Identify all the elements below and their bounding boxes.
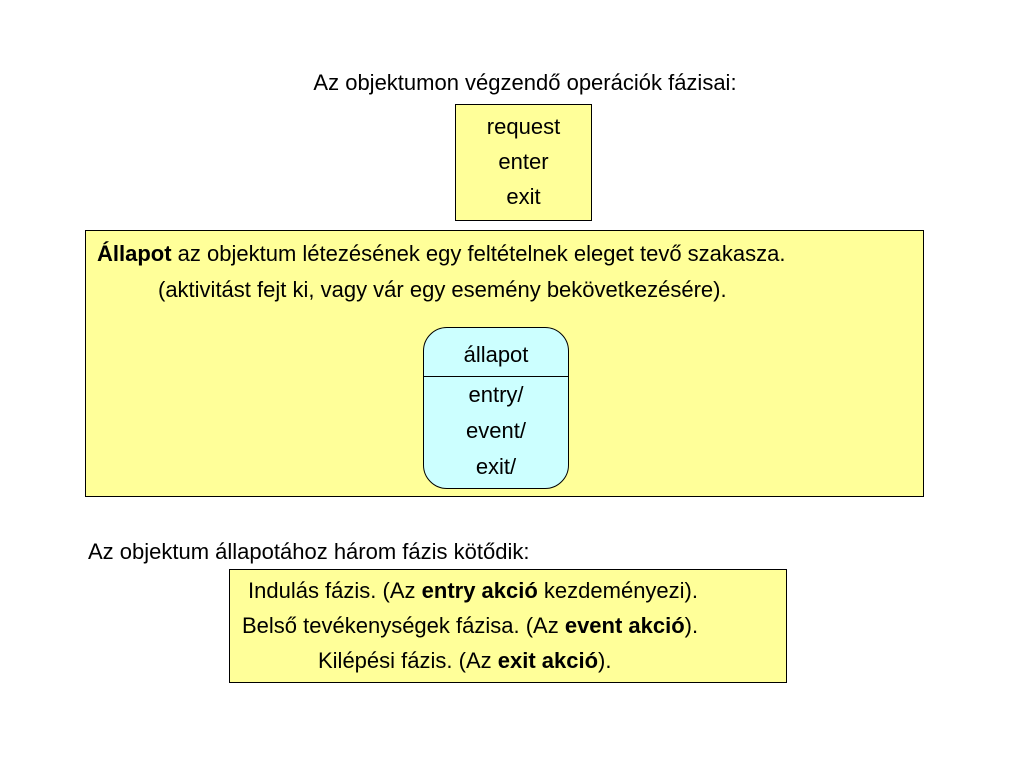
phase-text: Indulás fázis. (Az: [248, 578, 422, 603]
state-definition-text: az objektum létezésének egy feltételnek …: [171, 241, 786, 266]
phase-line-event: Belső tevékenységek fázisa. (Az event ak…: [242, 611, 698, 641]
phase-text: kezdeményezi).: [537, 578, 698, 603]
operation-enter: enter: [498, 149, 549, 174]
phase-text: ).: [684, 613, 699, 638]
operation-request: request: [486, 114, 561, 139]
operations-box: request enter exit: [455, 104, 592, 221]
state-definition-line1: Állapot az objektum létezésének egy felt…: [97, 239, 785, 269]
phase-text: ).: [598, 648, 612, 673]
phases-heading: Az objektum állapotához három fázis kötő…: [88, 539, 530, 564]
state-term: Állapot: [97, 241, 172, 266]
phases-box: Indulás fázis. (Az entry akció kezdemény…: [229, 569, 787, 683]
phase-line-exit: Kilépési fázis. (Az exit akció).: [318, 646, 611, 676]
state-node-actions: entry/ event/ exit/: [424, 377, 568, 485]
state-action-entry: entry/: [468, 382, 524, 407]
phase-text: Kilépési fázis. (Az: [318, 648, 498, 673]
phase-text: Belső tevékenységek fázisa. (Az: [242, 613, 565, 638]
phase-action: exit akció: [497, 648, 599, 673]
phase-action: entry akció: [421, 578, 538, 603]
operation-exit: exit: [506, 184, 541, 209]
state-node-name: állapot: [424, 328, 568, 377]
state-definition-line2: (aktivitást fejt ki, vagy vár egy esemén…: [158, 277, 727, 302]
state-action-event: event/: [466, 418, 526, 443]
phase-action: event akció: [564, 613, 685, 638]
state-action-exit: exit/: [475, 454, 517, 479]
phase-line-entry: Indulás fázis. (Az entry akció kezdemény…: [248, 576, 698, 606]
slide-title: Az objektumon végzendő operációk fázisai…: [313, 70, 737, 95]
state-node: állapot entry/ event/ exit/: [423, 327, 569, 489]
